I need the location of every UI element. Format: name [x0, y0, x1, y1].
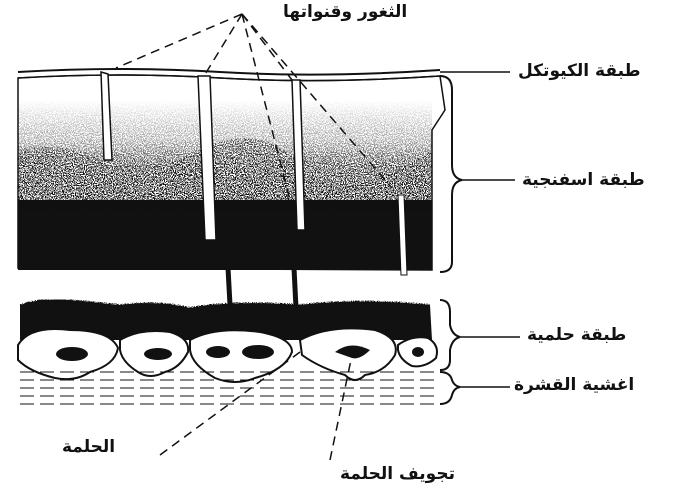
- label-papillary-layer: طبقة حلمية: [527, 325, 626, 345]
- spongy-layer: [18, 75, 445, 270]
- label-shell-membranes: اغشية القشرة: [514, 375, 634, 395]
- label-papilla-cavity: تجويف الحلمة: [340, 464, 455, 484]
- label-spongy-layer: طبقة اسفنجية: [522, 170, 645, 190]
- label-papilla: الحلمة: [62, 437, 115, 457]
- layer-braces: [440, 76, 462, 404]
- label-pores-and-canals: الثغور وقنواتها: [283, 2, 407, 22]
- papillary-layer: [18, 300, 437, 382]
- label-cuticle-layer: طبقة الكيوتكل: [518, 61, 641, 81]
